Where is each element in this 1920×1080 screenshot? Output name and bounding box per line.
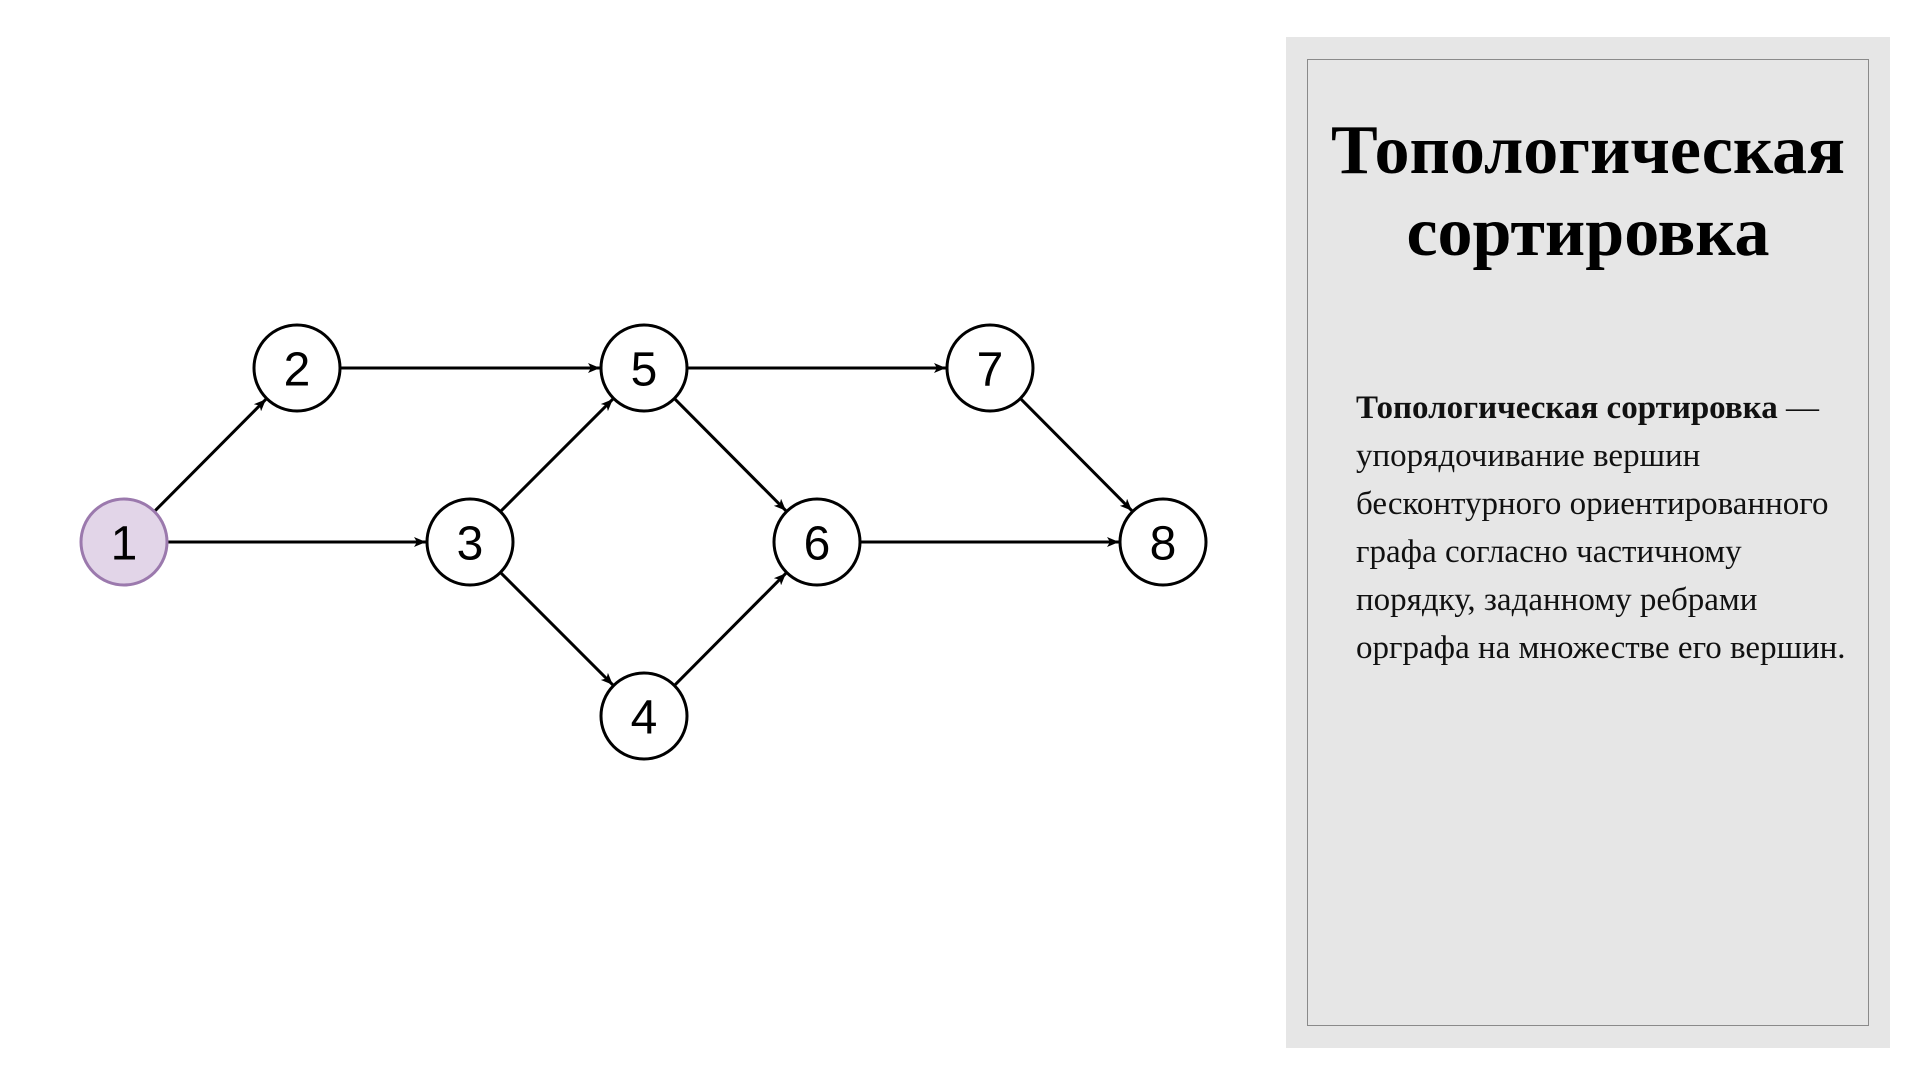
- panel-title: Топологическая сортировка: [1308, 110, 1868, 274]
- dag-diagram: 1 2 3 4 5 6 7 8: [79, 323, 1208, 761]
- graph-node-8: 8: [1118, 497, 1208, 587]
- edge-1-to-2: [153, 398, 268, 513]
- node-circle-8: [1118, 497, 1208, 587]
- panel-title-line-2: сортировка: [1406, 194, 1770, 271]
- node-circle-5: [599, 323, 689, 413]
- graph-node-5: 5: [599, 323, 689, 413]
- edge-7-to-8: [1019, 397, 1134, 512]
- node-circle-2: [252, 323, 342, 413]
- graph-node-7: 7: [945, 323, 1035, 413]
- definition-paragraph: Топологическая сортировка — упорядочиван…: [1356, 384, 1846, 672]
- node-circle-7: [945, 323, 1035, 413]
- node-label-4: 4: [631, 692, 658, 745]
- panel-title-line-1: Топологическая: [1331, 112, 1845, 189]
- definition-term: Топологическая сортировка: [1356, 390, 1778, 426]
- graph-node-6: 6: [772, 497, 862, 587]
- node-circle-3: [425, 497, 515, 587]
- edge-4-to-6: [673, 572, 788, 687]
- node-label-5: 5: [631, 344, 658, 397]
- node-circle-4: [599, 671, 689, 761]
- node-circle-6: [772, 497, 862, 587]
- node-label-6: 6: [804, 518, 831, 571]
- graph-node-1: 1: [79, 497, 169, 587]
- definition-frame: Топологическая сортировка Топологическая…: [1307, 59, 1869, 1026]
- edge-5-to-6: [673, 397, 788, 512]
- node-label-1: 1: [111, 518, 138, 571]
- definition-panel: Топологическая сортировка Топологическая…: [1286, 37, 1890, 1048]
- graph-node-3: 3: [425, 497, 515, 587]
- node-label-2: 2: [284, 344, 311, 397]
- edge-3-to-4: [499, 571, 614, 686]
- graph-node-2: 2: [252, 323, 342, 413]
- edge-3-to-5: [499, 398, 614, 513]
- edges: [153, 363, 1134, 687]
- nodes: 1 2 3 4 5 6 7 8: [79, 323, 1208, 761]
- graph-node-4: 4: [599, 671, 689, 761]
- definition-text: — упорядочивание вершин бесконтурного ор…: [1356, 390, 1846, 666]
- node-circle-1: [79, 497, 169, 587]
- node-label-3: 3: [457, 518, 484, 571]
- node-label-7: 7: [977, 344, 1004, 397]
- node-label-8: 8: [1150, 518, 1177, 571]
